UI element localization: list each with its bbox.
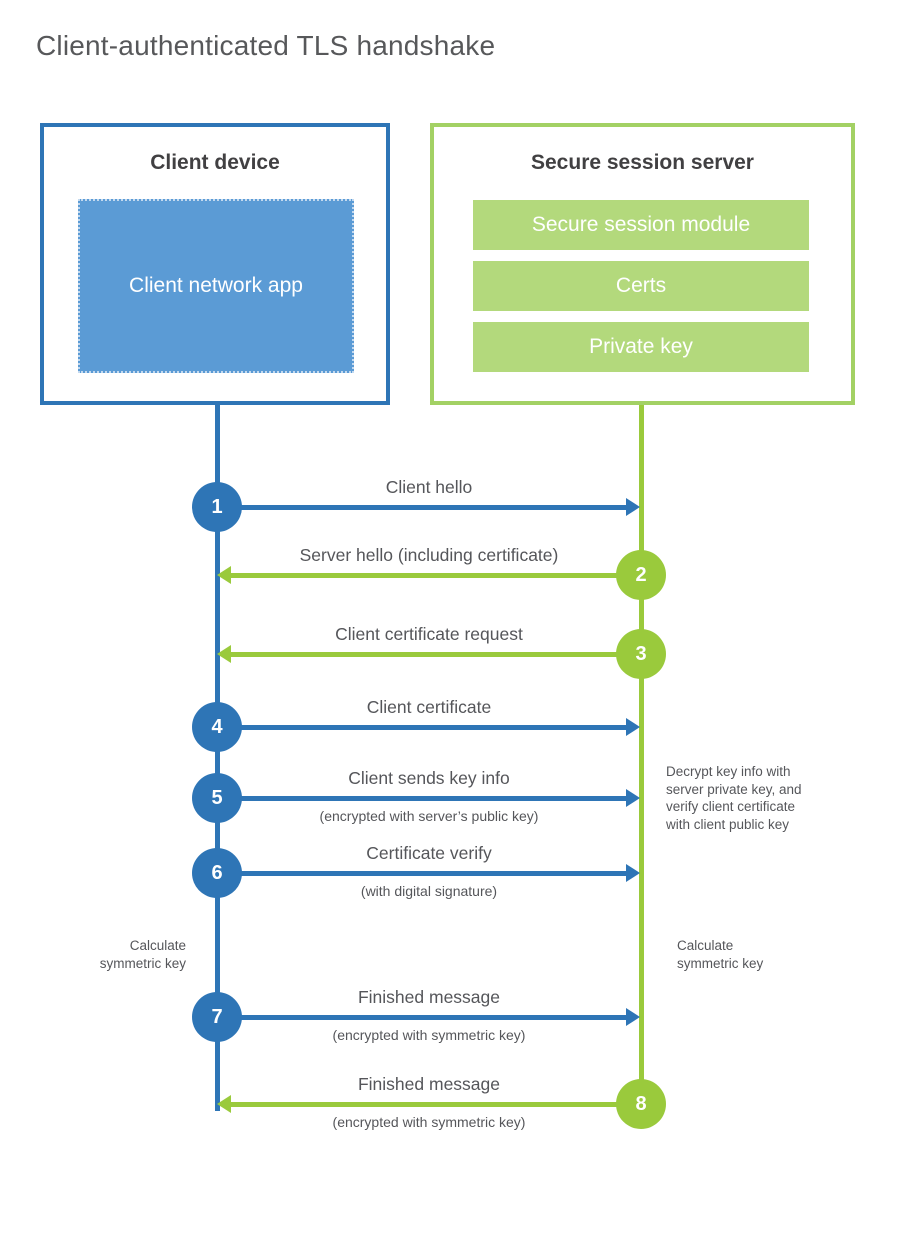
server-lifeline	[639, 405, 644, 1105]
client-calculate-key-note-line: Calculate	[129, 938, 186, 953]
server-decrypt-note-line: with client public key	[666, 816, 790, 832]
server-decrypt-note: Decrypt key info with server private key…	[666, 763, 846, 833]
step-2-circle: 2	[616, 550, 666, 600]
client-calculate-key-note: Calculate symmetric key	[46, 937, 186, 972]
client-lifeline	[215, 405, 220, 1111]
step-1-arrow-line	[240, 504, 627, 510]
step-6-sublabel: (with digital signature)	[360, 883, 498, 899]
page-title: Client-authenticated TLS handshake	[36, 30, 496, 61]
step-6-arrowhead-icon	[626, 864, 640, 882]
step-4-arrow-line	[240, 724, 627, 730]
server-module-certs: Certs	[473, 261, 809, 311]
step-8-sublabel: (encrypted with symmetric key)	[332, 1114, 526, 1130]
step-7-arrowhead-icon	[626, 1008, 640, 1026]
step-7-circle: 7	[192, 992, 242, 1042]
server-module-secure-session-module: Secure session module	[473, 200, 809, 250]
server-decrypt-note-line: Decrypt key info with	[666, 764, 791, 779]
step-8-arrowhead-icon	[217, 1095, 231, 1113]
step-4-label: Client certificate	[366, 697, 492, 717]
step-7-sublabel: (encrypted with symmetric key)	[332, 1027, 526, 1043]
server-calculate-key-note-line: symmetric key	[677, 955, 764, 971]
step-5-arrowhead-icon	[626, 789, 640, 807]
step-3-arrowhead-icon	[217, 645, 231, 663]
server-decrypt-note-line: verify client certificate	[666, 799, 796, 814]
step-1-arrowhead-icon	[626, 498, 640, 516]
step-6-circle: 6	[192, 848, 242, 898]
step-2-arrowhead-icon	[217, 566, 231, 584]
step-6-arrow-line	[240, 870, 627, 876]
server-calculate-key-note-line: Calculate	[677, 938, 734, 953]
client-device-title: Client device	[150, 151, 280, 174]
step-5-sublabel: (encrypted with server’s public key)	[319, 808, 539, 824]
step-3-arrow-line	[231, 651, 617, 657]
step-7-label: Finished message	[357, 987, 501, 1007]
step-8-arrow-line	[231, 1101, 617, 1107]
step-3-circle: 3	[616, 629, 666, 679]
step-4-circle: 4	[192, 702, 242, 752]
step-5-arrow-line	[240, 795, 627, 801]
server-calculate-key-note: Calculate symmetric key	[677, 937, 817, 972]
step-1-label: Client hello	[385, 477, 473, 497]
server-module-private-key: Private key	[473, 322, 809, 372]
step-7-arrow-line	[240, 1014, 627, 1020]
step-5-label: Client sends key info	[348, 768, 510, 788]
secure-session-server-title: Secure session server	[531, 151, 754, 174]
step-6-label: Certificate verify	[366, 843, 492, 863]
step-2-label: Server hello (including certificate)	[299, 545, 559, 565]
step-8-label: Finished message	[357, 1074, 501, 1094]
client-calculate-key-note-line: symmetric key	[99, 955, 186, 971]
server-decrypt-note-line: server private key, and	[666, 781, 802, 797]
step-2-arrow-line	[231, 572, 617, 578]
step-1-circle: 1	[192, 482, 242, 532]
step-8-circle: 8	[616, 1079, 666, 1129]
step-3-label: Client certificate request	[335, 624, 523, 644]
client-network-app-box: Client network app	[78, 199, 354, 373]
step-4-arrowhead-icon	[626, 718, 640, 736]
step-5-circle: 5	[192, 773, 242, 823]
client-network-app-label: Client network app	[129, 274, 303, 298]
